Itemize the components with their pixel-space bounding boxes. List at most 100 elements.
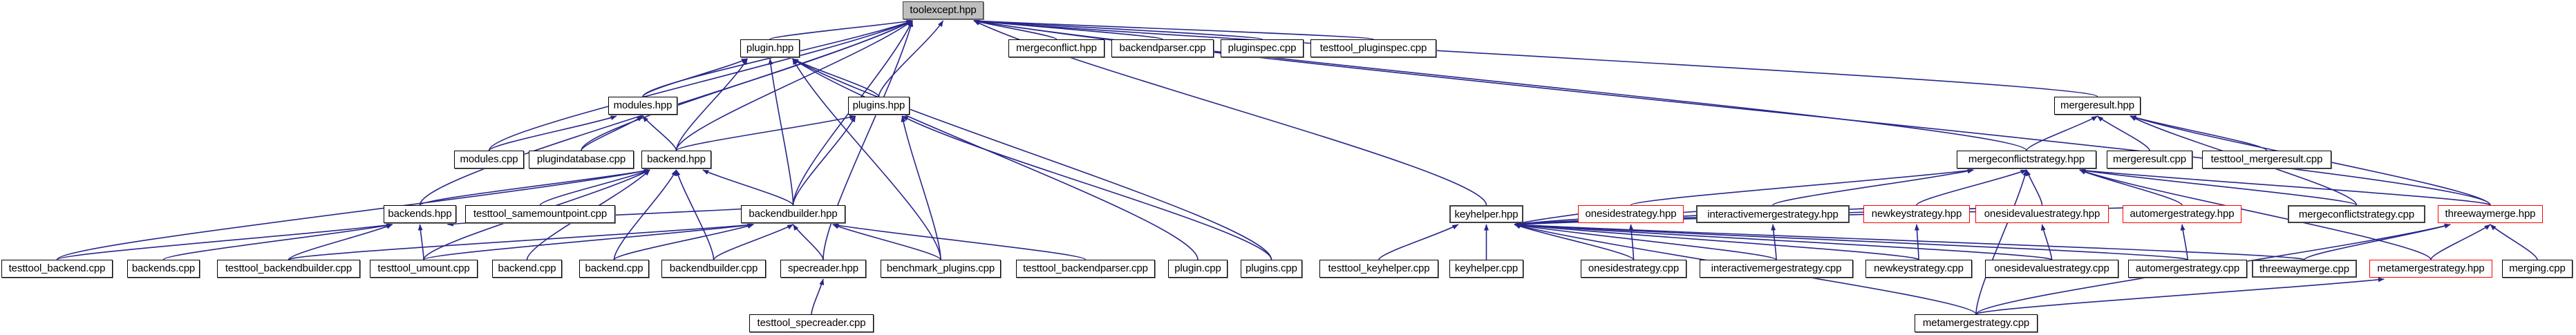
graph-node-plugins-hpp[interactable]: plugins.hpp	[848, 97, 910, 115]
graph-node-testtool-umount-cpp[interactable]: testtool_umount.cpp	[370, 260, 478, 278]
graph-edge	[2304, 224, 2451, 260]
graph-node-onesidestrategy-cpp[interactable]: onesidestrategy.cpp	[1581, 260, 1686, 278]
graph-edge	[713, 224, 793, 260]
graph-node-benchmark-plugins-cpp[interactable]: benchmark_plugins.cpp	[881, 260, 1001, 278]
graph-edge	[792, 115, 856, 206]
graph-edge	[539, 169, 650, 206]
graph-node-modules-hpp[interactable]: modules.hpp	[608, 97, 677, 115]
graph-node-merging-cpp[interactable]: merging.cpp	[2502, 260, 2573, 278]
graph-edge	[791, 58, 941, 260]
graph-edge	[488, 20, 913, 151]
graph-edge	[488, 115, 617, 151]
graph-node-testtool-specreader-cpp[interactable]: testtool_specreader.cpp	[749, 314, 874, 332]
graph-node-modules-cpp[interactable]: modules.cpp	[454, 151, 524, 169]
graph-edge	[792, 224, 824, 260]
graph-node-testtool-keyhelper-cpp[interactable]: testtool_keyhelper.cpp	[1319, 260, 1438, 278]
graph-node-newkeystrategy-cpp[interactable]: newkeystrategy.cpp	[1865, 260, 1972, 278]
graph-edge	[1630, 168, 1974, 206]
graph-edge	[2490, 224, 2538, 260]
graph-edge	[1914, 224, 1919, 260]
graph-node-automergestrategy-hpp[interactable]: automergestrategy.hpp	[2123, 205, 2241, 223]
graph-edge	[832, 224, 941, 260]
graph-node-plugin-cpp[interactable]: plugin.cpp	[1168, 260, 1228, 278]
graph-node-onesidestrategy-hpp[interactable]: onesidestrategy.hpp	[1578, 205, 1684, 223]
graph-node-backendparser-cpp[interactable]: backendparser.cpp	[1111, 39, 1214, 57]
graph-edge	[288, 224, 393, 260]
graph-node-pluginspec-cpp[interactable]: pluginspec.cpp	[1221, 39, 1304, 57]
graph-edge	[613, 224, 754, 260]
graph-edge	[56, 222, 393, 260]
graph-edge	[792, 58, 1272, 260]
graph-node-mergeresult-cpp[interactable]: mergeresult.cpp	[2107, 151, 2192, 169]
graph-edge	[901, 115, 941, 260]
graph-node-interactivemergestrategy-hpp[interactable]: interactivemergestrategy.hpp	[1696, 205, 1850, 223]
graph-node-toolexcept-hpp[interactable]: toolexcept.hpp	[903, 1, 984, 19]
graph-node-metamergestrategy-hpp[interactable]: metamergestrategy.hpp	[2369, 260, 2492, 278]
graph-edge	[811, 278, 825, 315]
graph-edge	[1378, 224, 1459, 260]
graph-node-threewaymerge-hpp[interactable]: threewaymerge.hpp	[2438, 205, 2543, 223]
graph-node-plugindatabase-cpp[interactable]: plugindatabase.cpp	[529, 151, 634, 169]
graph-edge	[702, 169, 794, 206]
graph-node-automergestrategy-cpp[interactable]: automergestrategy.cpp	[2128, 260, 2247, 278]
graph-node-mergeconflict-hpp[interactable]: mergeconflict.hpp	[1008, 39, 1104, 57]
graph-edge	[1916, 169, 2027, 206]
graph-node-interactivemergestrategy-cpp[interactable]: interactivemergestrategy.cpp	[1700, 260, 1853, 278]
graph-edge	[768, 58, 794, 206]
graph-edge	[2026, 169, 2043, 206]
graph-edge	[792, 58, 880, 97]
graph-node-testtool-backendparser-cpp[interactable]: testtool_backendparser.cpp	[1016, 260, 1155, 278]
graph-edge	[642, 20, 913, 97]
graph-edge	[419, 169, 650, 206]
graph-node-onesidevaluestrategy-cpp[interactable]: onesidevaluestrategy.cpp	[1985, 260, 2118, 278]
graph-node-testtool-samemountpoint-cpp[interactable]: testtool_samemountpoint.cpp	[465, 205, 615, 223]
graph-node-testtool-pluginspec-cpp[interactable]: testtool_pluginspec.cpp	[1310, 39, 1436, 57]
graph-edge	[822, 20, 914, 260]
graph-node-specreader-hpp[interactable]: specreader.hpp	[780, 260, 866, 278]
graph-node-backends-cpp[interactable]: backends.cpp	[127, 260, 200, 278]
graph-node-backendbuilder-cpp[interactable]: backendbuilder.cpp	[661, 260, 766, 278]
graph-node-backendbuilder-hpp[interactable]: backendbuilder.hpp	[741, 205, 845, 223]
graph-edge	[1975, 277, 2385, 315]
graph-edge	[2026, 115, 2098, 151]
graph-edge	[973, 19, 1057, 40]
graph-node-mergeresult-hpp[interactable]: mergeresult.hpp	[2054, 97, 2141, 115]
graph-node-backend-hpp[interactable]: backend.hpp	[641, 151, 711, 169]
graph-node-testtool-backendbuilder-cpp[interactable]: testtool_backendbuilder.cpp	[217, 260, 360, 278]
graph-node-plugin-hpp[interactable]: plugin.hpp	[740, 39, 800, 57]
graph-node-backend-cpp[interactable]: backend.cpp	[579, 260, 649, 278]
graph-node-newkeystrategy-hpp[interactable]: newkeystrategy.hpp	[1863, 205, 1970, 223]
graph-edge	[769, 19, 913, 40]
graph-edge	[832, 222, 1087, 260]
graph-node-mergeconflictstrategy-hpp[interactable]: mergeconflictstrategy.hpp	[1957, 151, 2096, 169]
graph-edge	[2079, 169, 2183, 206]
graph-node-threewaymerge-cpp[interactable]: threewaymerge.cpp	[2252, 260, 2357, 278]
graph-node-testtool-mergeresult-cpp[interactable]: testtool_mergeresult.cpp	[2202, 151, 2331, 169]
graph-node-plugins-cpp[interactable]: plugins.cpp	[1241, 260, 1302, 278]
graph-node-backends-hpp[interactable]: backends.hpp	[384, 205, 456, 223]
graph-edge	[675, 115, 856, 151]
graph-edge	[1772, 169, 1974, 206]
graph-edge	[1628, 224, 1635, 260]
graph-edge	[162, 223, 393, 260]
graph-edge	[2130, 115, 2268, 151]
graph-edge	[2180, 224, 2188, 260]
graph-node-keyhelper-hpp[interactable]: keyhelper.hpp	[1449, 205, 1523, 223]
graph-edge	[288, 222, 754, 260]
graph-edge	[1514, 222, 2053, 260]
graph-edge	[423, 222, 754, 260]
graph-edge	[2430, 224, 2491, 260]
graph-node-testtool-backend-cpp[interactable]: testtool_backend.cpp	[1, 260, 113, 278]
graph-edge	[675, 169, 715, 260]
graph-node-mergeconflictstrategy-cpp[interactable]: mergeconflictstrategy.cpp	[2288, 205, 2425, 223]
graph-edge	[417, 224, 424, 260]
graph-node-onesidevaluestrategy-hpp[interactable]: onesidevaluestrategy.hpp	[1975, 205, 2109, 223]
graph-edge	[901, 115, 1272, 260]
graph-node-backend-cpp[interactable]: backend.cpp	[492, 260, 562, 278]
graph-edge	[973, 19, 2098, 97]
graph-node-metamergestrategy-cpp[interactable]: metamergestrategy.cpp	[1915, 314, 2038, 332]
graph-edge	[973, 19, 1263, 40]
graph-node-keyhelper-cpp[interactable]: keyhelper.cpp	[1449, 260, 1523, 278]
graph-edge	[642, 115, 677, 151]
